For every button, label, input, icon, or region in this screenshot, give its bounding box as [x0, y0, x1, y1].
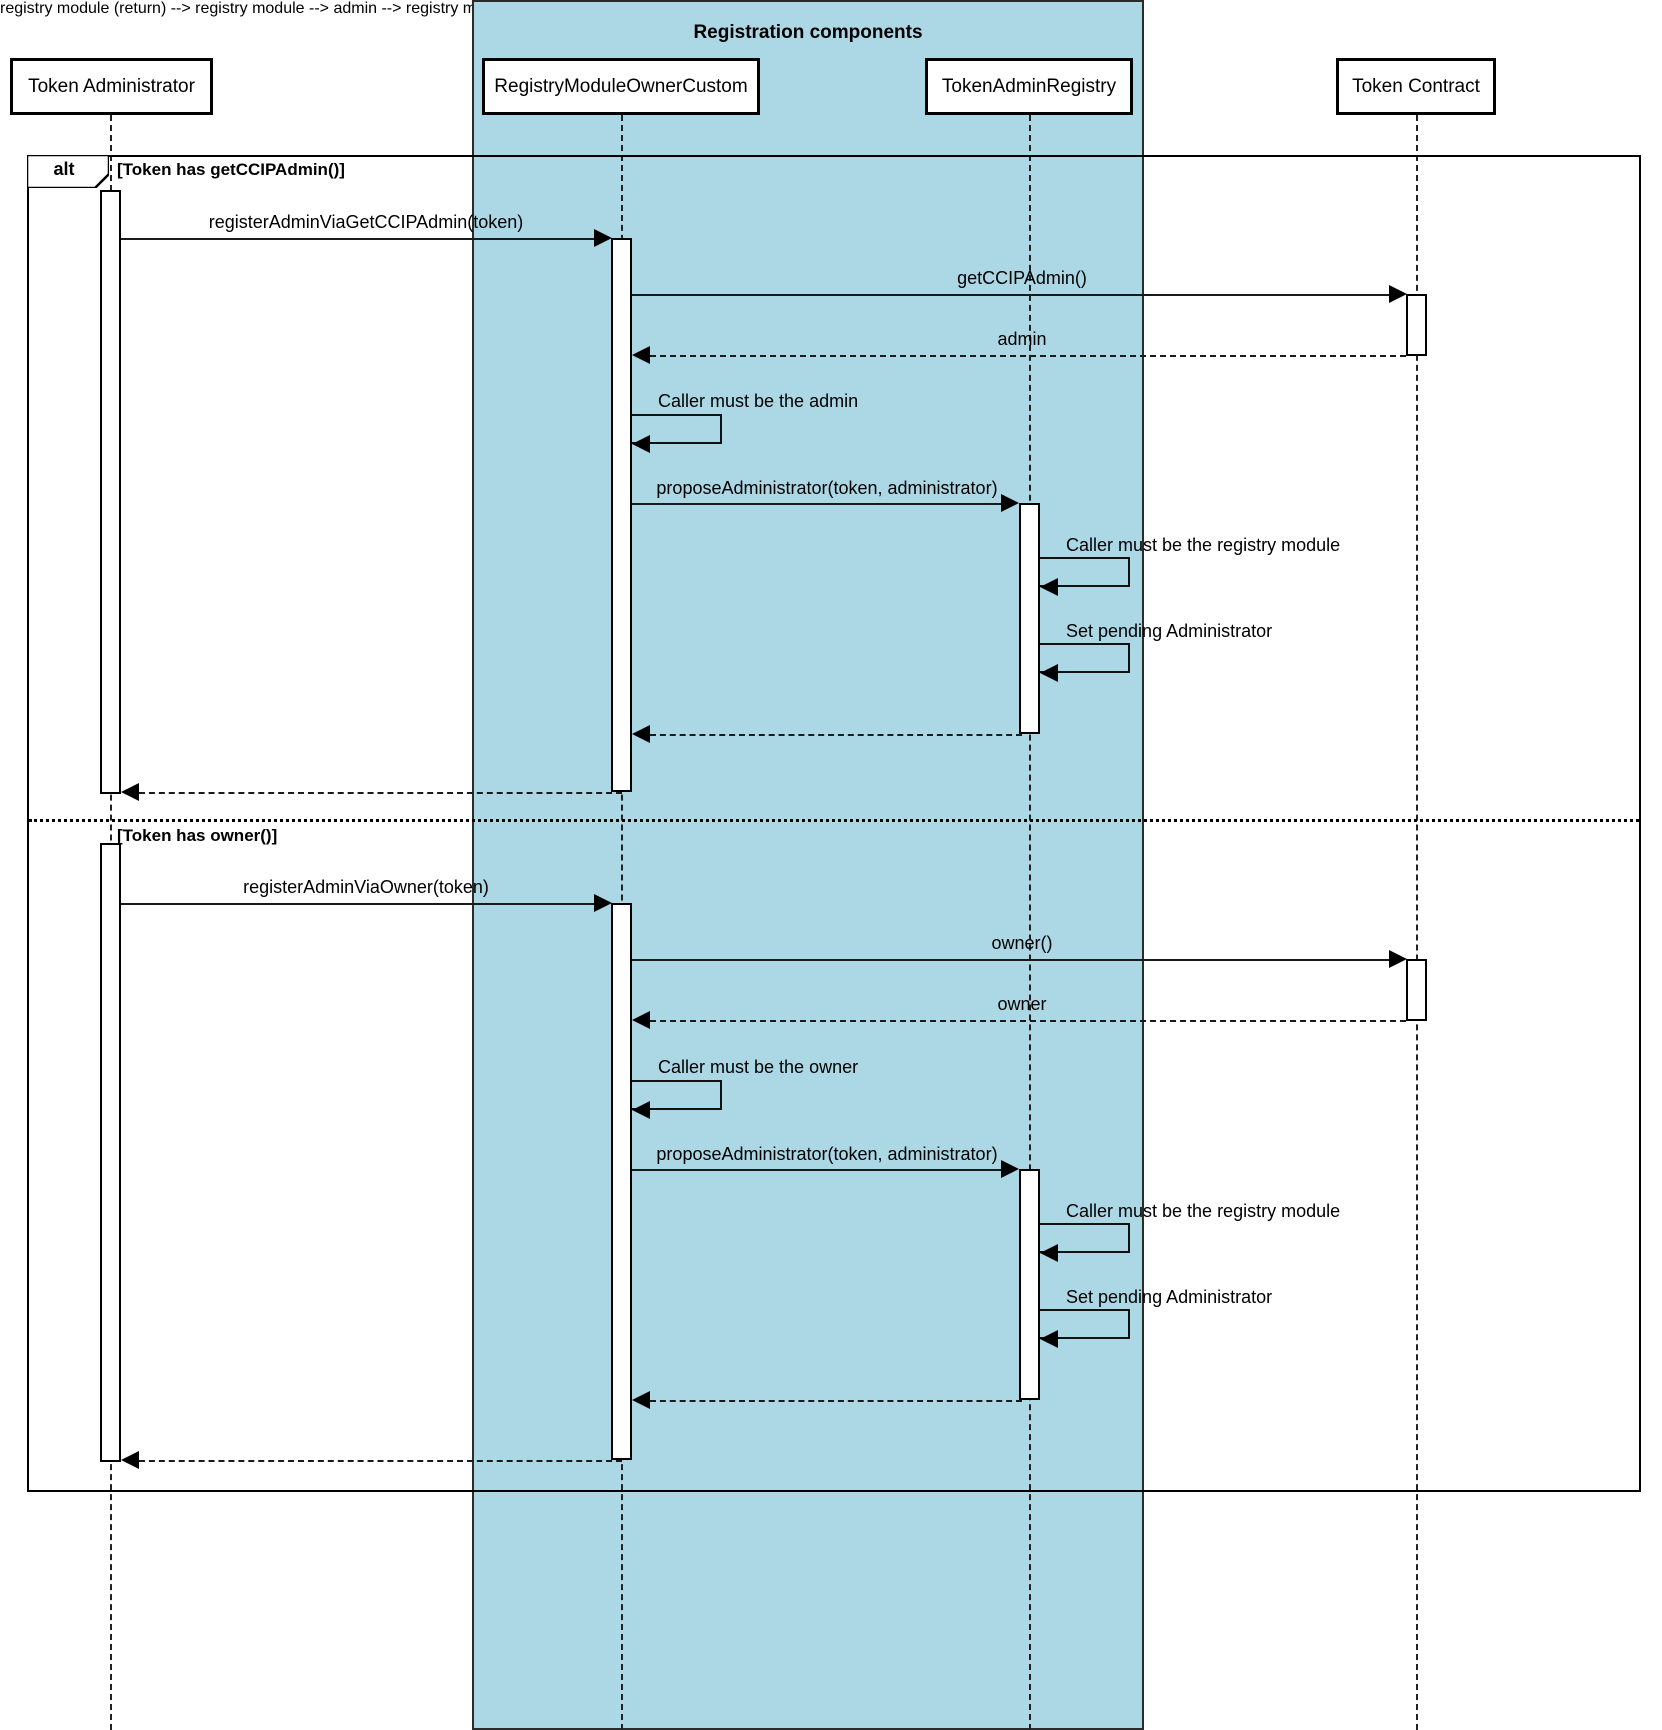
message-arrowhead-11	[1389, 950, 1407, 968]
self-message-box-7	[1040, 643, 1130, 673]
message-line-17	[650, 1400, 1022, 1402]
participant-label: Token Contract	[1352, 75, 1480, 97]
message-line-18	[139, 1460, 622, 1462]
self-message-box-6	[1040, 557, 1130, 587]
message-label-14: proposeAdministrator(token, administrato…	[656, 1144, 998, 1164]
message-arrowhead-14	[1001, 1160, 1019, 1178]
message-arrowhead-10	[594, 894, 612, 912]
self-message-arrowhead-4	[632, 435, 650, 453]
message-arrowhead-18	[121, 1451, 139, 1469]
participant-label: TokenAdminRegistry	[941, 75, 1117, 97]
message-label-16: Set pending Administrator	[1066, 1287, 1273, 1307]
message-line-10	[121, 903, 594, 905]
activation-token-contract-2	[1406, 959, 1427, 1021]
message-line-14	[632, 1169, 1001, 1171]
message-arrowhead-5	[1001, 494, 1019, 512]
alt-operator-tab	[27, 155, 109, 188]
lifeline-token-contract	[1416, 115, 1418, 1730]
lifeline-token-admin-registry	[1029, 115, 1031, 1730]
message-label-13: Caller must be the owner	[658, 1057, 859, 1077]
self-message-arrowhead-6	[1040, 578, 1058, 596]
message-line-5	[632, 503, 1001, 505]
activation-registry-module-2	[611, 903, 632, 1460]
message-label-1: registerAdminViaGetCCIPAdmin(token)	[208, 212, 524, 232]
message-arrowhead-2	[1389, 285, 1407, 303]
self-message-arrowhead-16	[1040, 1330, 1058, 1348]
self-message-arrowhead-15	[1040, 1244, 1058, 1262]
activation-token-admin-registry-2	[1019, 1169, 1040, 1400]
message-label-3: admin	[997, 329, 1047, 349]
self-message-box-4	[632, 414, 722, 444]
activation-token-contract-1	[1406, 294, 1427, 356]
message-label-10: registerAdminViaOwner(token)	[243, 877, 489, 897]
message-arrowhead-9	[121, 783, 139, 801]
message-arrowhead-3	[632, 346, 650, 364]
participant-token-admin-registry[interactable]: TokenAdminRegistry	[925, 58, 1133, 115]
message-line-3	[650, 355, 1406, 357]
message-label-15: Caller must be the registry module	[1066, 1201, 1341, 1221]
participant-token-contract[interactable]: Token Contract	[1336, 58, 1496, 115]
group-title: Registration components	[693, 22, 923, 43]
self-message-arrowhead-7	[1040, 664, 1058, 682]
message-line-2	[632, 294, 1389, 296]
message-line-12	[650, 1020, 1406, 1022]
self-message-box-15	[1040, 1223, 1130, 1253]
activation-registry-module-1	[611, 238, 632, 792]
participant-token-administrator[interactable]: Token Administrator	[10, 58, 213, 115]
participant-label: RegistryModuleOwnerCustom	[494, 75, 748, 97]
message-arrowhead-1	[594, 229, 612, 247]
alt-operand-divider	[29, 819, 1639, 822]
message-arrowhead-17	[632, 1391, 650, 1409]
message-label-7: Set pending Administrator	[1066, 621, 1273, 641]
message-line-11	[632, 959, 1389, 961]
message-label-11: owner()	[991, 933, 1053, 953]
guard-operand-1: [Token has getCCIPAdmin()]	[117, 160, 345, 179]
message-label-6: Caller must be the registry module	[1066, 535, 1341, 555]
message-label-12: owner	[997, 994, 1047, 1014]
group-box-registration-components	[472, 0, 1144, 1730]
message-line-1	[121, 238, 594, 240]
self-message-box-13	[632, 1080, 722, 1110]
alt-operator-label: alt	[53, 159, 75, 179]
self-message-arrowhead-13	[632, 1101, 650, 1119]
activation-token-admin-registry-1	[1019, 503, 1040, 734]
participant-registry-module-owner-custom[interactable]: RegistryModuleOwnerCustom	[482, 58, 760, 115]
message-label-5: proposeAdministrator(token, administrato…	[656, 478, 998, 498]
self-message-box-16	[1040, 1309, 1130, 1339]
guard-operand-2: [Token has owner()]	[117, 826, 278, 845]
message-label-2: getCCIPAdmin()	[957, 268, 1087, 288]
activation-token-administrator-2	[100, 843, 121, 1462]
message-line-9	[139, 792, 622, 794]
participant-label: Token Administrator	[28, 75, 195, 97]
alt-combined-fragment	[27, 155, 1641, 1492]
message-label-4: Caller must be the admin	[658, 391, 859, 411]
activation-token-administrator-1	[100, 190, 121, 794]
message-line-8	[650, 734, 1022, 736]
message-arrowhead-8	[632, 725, 650, 743]
message-arrowhead-12	[632, 1011, 650, 1029]
